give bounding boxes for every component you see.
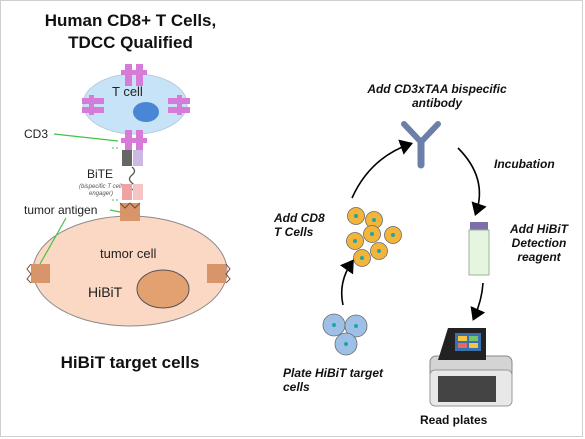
cd3-label: CD3 [24, 127, 48, 141]
reagent-tube-icon [468, 222, 490, 276]
bite-antigen-binder [122, 184, 132, 200]
bite-antigen-binder-light [133, 184, 143, 200]
bite-desc-1: (bispecific T cell [79, 184, 122, 190]
tumor-nucleus [136, 269, 190, 309]
tumor-antigen-left [26, 263, 50, 284]
hibit-cell-dot-2 [354, 324, 358, 328]
cd8-t-cells [346, 207, 402, 267]
tumor-antigen-top [119, 202, 141, 221]
cd8-cell-dot-5 [391, 233, 395, 237]
t-cell-label: T cell [112, 84, 143, 99]
bite-desc-2: engager) [89, 191, 113, 197]
tumor-cell-label: tumor cell [100, 246, 156, 261]
title-line-1: Human CD8+ T Cells, [44, 11, 217, 30]
bite-label: BiTE [87, 167, 113, 181]
cd3-receptor [121, 130, 147, 150]
bite-cd3-binder-light [133, 150, 143, 166]
step-incubation: Incubation [494, 157, 555, 171]
step-add-detection-line1: Add HiBiT [510, 222, 568, 236]
title-line-2: TDCC Qualified [68, 33, 193, 52]
cd8-cell-dot-1 [354, 214, 358, 218]
hibit-label: HiBiT [88, 284, 123, 300]
step-add-cd8-line1: Add CD8 [274, 211, 325, 225]
cd8-cell-dot-3 [353, 239, 357, 243]
antigen-pointer-left [39, 217, 67, 265]
step-add-antibody-line1: Add CD3xTAA bispecific [367, 82, 507, 96]
arrow-plate-to-cd8 [339, 259, 354, 306]
right-receptor [168, 95, 190, 115]
tumor-antigen-label: tumor antigen [24, 203, 97, 217]
top-receptor [121, 64, 147, 86]
cd8-cell-dot-7 [360, 256, 364, 260]
tumor-cell [32, 215, 228, 327]
plate-reader-icon [429, 328, 513, 407]
step-add-detection-line2: Detection [511, 236, 567, 250]
cells-label: HiBiT target cells [60, 353, 200, 372]
bite-cd3-binder [122, 150, 132, 166]
cd3-pointer [53, 133, 119, 142]
diagram-title: Human CD8+ T Cells, TDCC Qualified [8, 10, 253, 54]
step-add-cd8-line2: T Cells [274, 225, 314, 239]
antibody-icon [401, 121, 441, 169]
step-add-cd8: Add CD8 T Cells [274, 211, 325, 239]
step-plate-cells: Plate HiBiT target cells [283, 366, 383, 394]
hibit-cell-dot-1 [332, 323, 336, 327]
step-add-antibody: Add CD3xTAA bispecific antibody [352, 82, 522, 110]
t-cell-nucleus [133, 102, 159, 122]
step-read-plates: Read plates [420, 413, 488, 427]
antigen-pointer [109, 209, 121, 213]
tumor-antigen-right [207, 263, 231, 284]
cd8-cell-dot-4 [370, 232, 374, 236]
left-receptor [82, 95, 104, 115]
cd8-cell-dot-2 [372, 218, 376, 222]
cd8-cell-dot-6 [377, 249, 381, 253]
step-add-detection-line3: reagent [517, 250, 561, 264]
hibit-target-cells [322, 313, 368, 356]
bite-bracket [110, 147, 118, 201]
step-add-detection: Add HiBiT Detection reagent [504, 222, 574, 264]
step-add-antibody-line2: antibody [412, 96, 462, 110]
arrow-reagent-to-reader [470, 282, 486, 321]
hibit-cell-dot-3 [344, 342, 348, 346]
step-plate-cells-line2: cells [283, 380, 310, 394]
step-plate-cells-line1: Plate HiBiT target [283, 366, 384, 380]
arrow-cd8-to-antibody [351, 139, 414, 199]
arrow-antibody-to-reagent [457, 147, 487, 217]
